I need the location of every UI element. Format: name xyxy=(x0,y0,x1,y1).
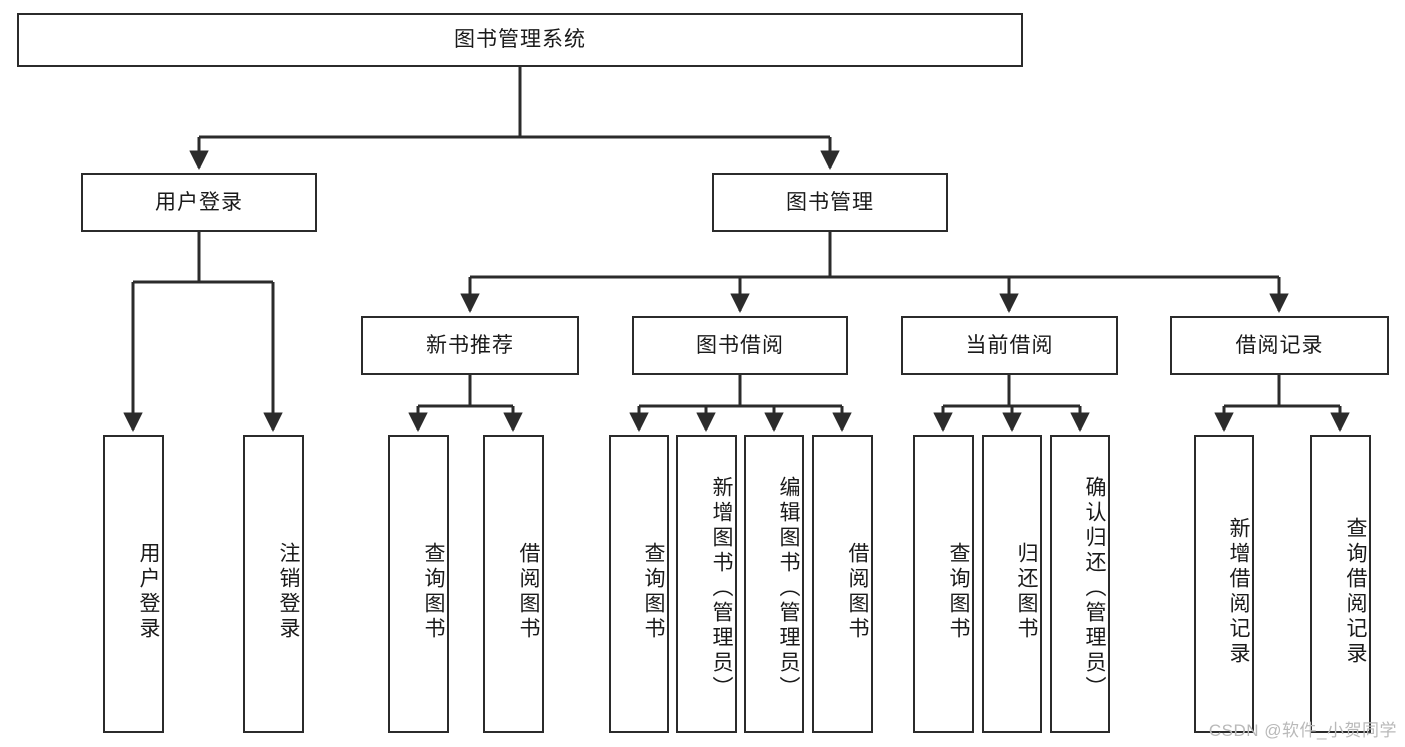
leaf-return-book[interactable]: 归还图书 xyxy=(982,435,1042,733)
node-book-management[interactable]: 图书管理 xyxy=(712,173,948,232)
node-root-system[interactable]: 图书管理系统 xyxy=(17,13,1023,67)
leaf-query-borrow-record[interactable]: 查询借阅记录 xyxy=(1310,435,1371,733)
leaf-confirm-return-admin[interactable]: 确认归还（管理员） xyxy=(1050,435,1110,733)
node-book-borrow[interactable]: 图书借阅 xyxy=(632,316,848,375)
leaf-query-book-borrow[interactable]: 查询图书 xyxy=(609,435,669,733)
leaf-logout[interactable]: 注销登录 xyxy=(243,435,304,733)
node-user-login[interactable]: 用户登录 xyxy=(81,173,317,232)
leaf-user-login[interactable]: 用户登录 xyxy=(103,435,164,733)
leaf-query-book-current[interactable]: 查询图书 xyxy=(913,435,974,733)
node-current-borrow[interactable]: 当前借阅 xyxy=(901,316,1118,375)
node-new-book-recommend[interactable]: 新书推荐 xyxy=(361,316,579,375)
leaf-edit-book-admin[interactable]: 编辑图书（管理员） xyxy=(744,435,804,733)
leaf-borrow-book[interactable]: 借阅图书 xyxy=(812,435,873,733)
leaf-query-book-recommend[interactable]: 查询图书 xyxy=(388,435,449,733)
node-borrow-records[interactable]: 借阅记录 xyxy=(1170,316,1389,375)
leaf-add-book-admin[interactable]: 新增图书（管理员） xyxy=(676,435,737,733)
csdn-watermark: CSDN @软件_小贺同学 xyxy=(1208,721,1397,740)
leaf-add-borrow-record[interactable]: 新增借阅记录 xyxy=(1194,435,1254,733)
leaf-borrow-book-recommend[interactable]: 借阅图书 xyxy=(483,435,544,733)
